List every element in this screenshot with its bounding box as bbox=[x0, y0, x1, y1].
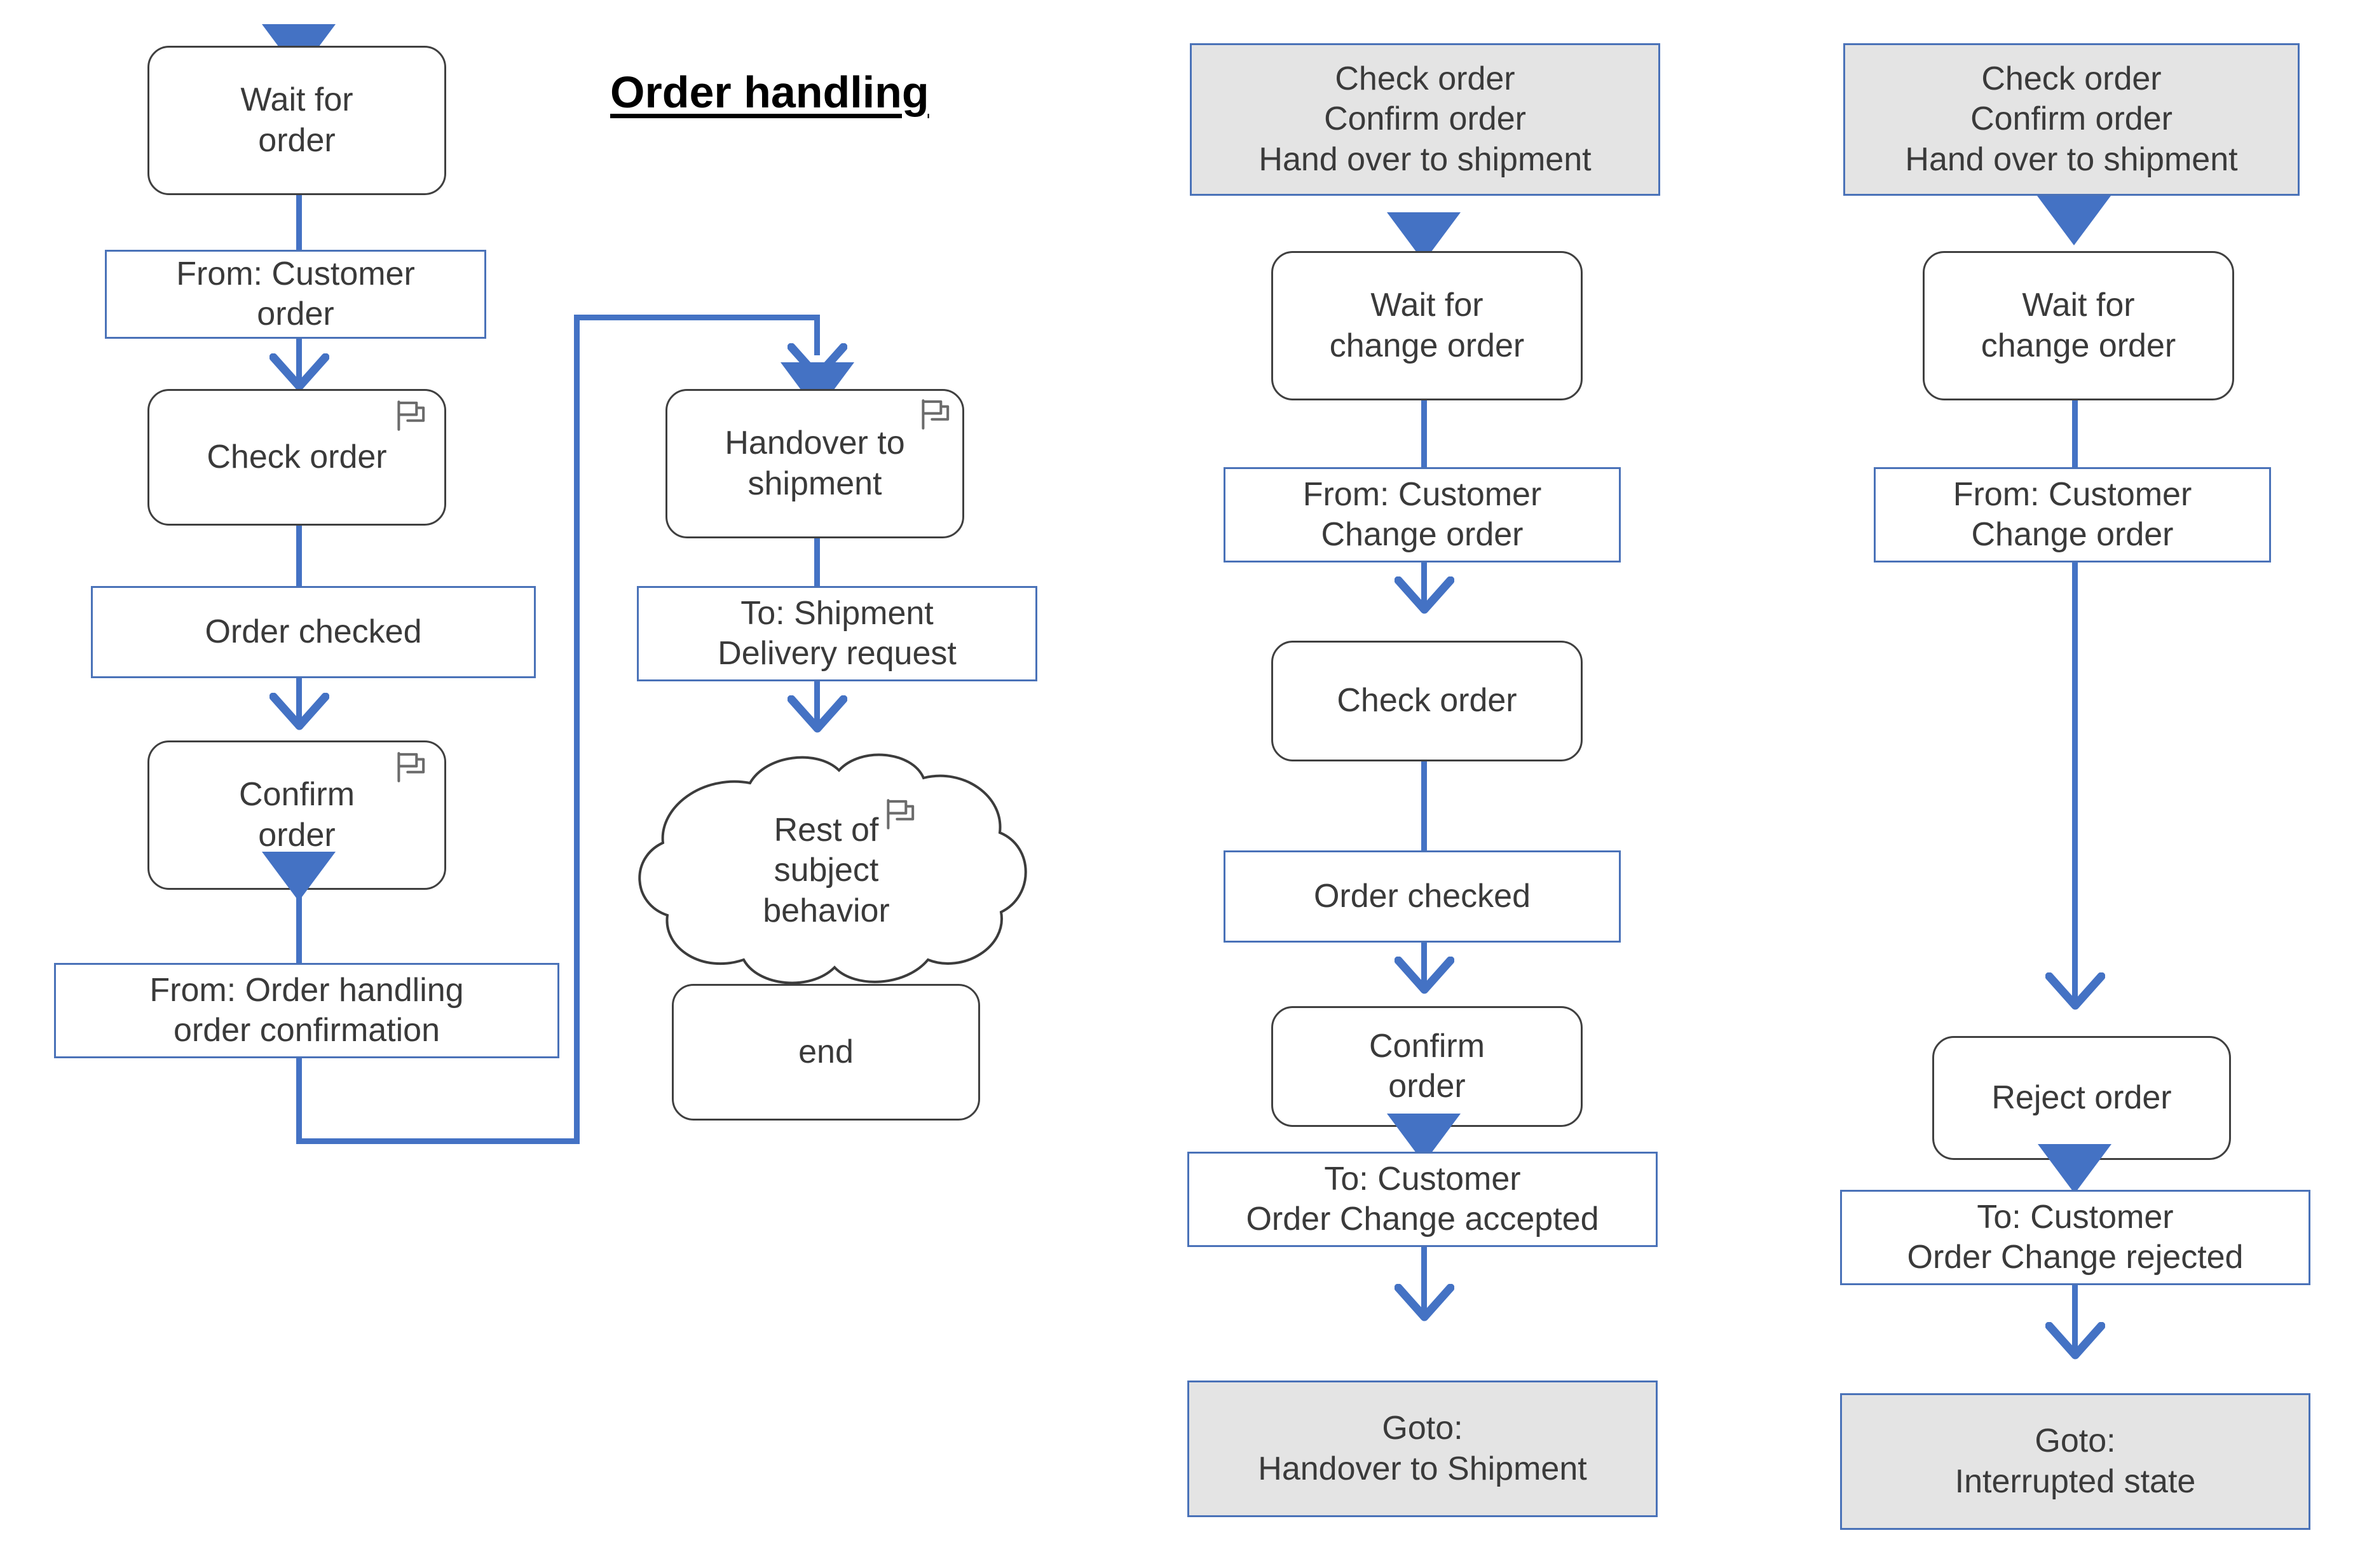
node-order-checked-2[interactable]: Order checked bbox=[1224, 850, 1621, 943]
connector-handover-to-tomsg bbox=[814, 538, 820, 586]
connector-loop-segment-up bbox=[574, 315, 580, 1144]
node-from-customer-change-order-1[interactable]: From: Customer Change order bbox=[1224, 467, 1621, 562]
send-marker-reject-order bbox=[2038, 1144, 2111, 1194]
node-handover-to-shipment-label: Handover to shipment bbox=[725, 425, 905, 502]
node-ref-interrupt-accepted[interactable]: Check order Confirm order Hand over to s… bbox=[1190, 43, 1660, 196]
connector-wait2-to-frommsg bbox=[2072, 400, 2078, 467]
arrowhead-check-order bbox=[269, 353, 329, 391]
arrowhead-rest-of-subject-behavior bbox=[788, 695, 847, 733]
connector-loop-segment-down2 bbox=[814, 315, 820, 355]
arrowhead-confirm-order bbox=[269, 693, 329, 730]
node-handover-to-shipment[interactable]: Handover to shipment bbox=[665, 389, 964, 538]
arrowhead-reject-order bbox=[2045, 972, 2105, 1010]
page-title: Order handling bbox=[610, 67, 929, 117]
arrowhead-goto-interrupted bbox=[2045, 1322, 2105, 1360]
receive-marker-wait-change-order-2 bbox=[2037, 196, 2111, 245]
cloud-shape bbox=[638, 753, 1027, 985]
node-confirm-order-2[interactable]: Confirm order bbox=[1271, 1006, 1583, 1127]
node-rest-of-subject-behavior-label: Rest of subject behavior bbox=[763, 811, 890, 929]
node-check-order-label: Check order bbox=[207, 438, 387, 475]
connector-loop-segment-right2 bbox=[574, 315, 820, 320]
node-from-order-handling[interactable]: From: Order handling order confirmation bbox=[54, 963, 559, 1058]
node-wait-for-change-order-2[interactable]: Wait for change order bbox=[1923, 251, 2234, 400]
connector-check-order-to-order-checked bbox=[296, 526, 302, 586]
connector-order-checked2-to-confirm2 bbox=[1421, 943, 1427, 992]
behavior-flag-icon bbox=[397, 752, 425, 782]
node-from-customer-order[interactable]: From: Customer order bbox=[105, 250, 486, 339]
node-ref-interrupt-rejected[interactable]: Check order Confirm order Hand over to s… bbox=[1843, 43, 2300, 196]
node-order-checked[interactable]: Order checked bbox=[91, 586, 536, 678]
connector-tomsg-to-goto-handover bbox=[1421, 1247, 1427, 1317]
connector-frommsg-to-check-order-2 bbox=[1421, 562, 1427, 612]
connector-tomsg-to-cloud bbox=[814, 681, 820, 731]
node-goto-handover-to-shipment[interactable]: Goto: Handover to Shipment bbox=[1187, 1381, 1658, 1517]
node-from-customer-change-order-2[interactable]: From: Customer Change order bbox=[1874, 467, 2271, 562]
node-check-order[interactable]: Check order bbox=[147, 389, 446, 526]
connector-confirm-to-frommsg2 bbox=[296, 890, 302, 963]
connector-frommsg2-to-reject-order bbox=[2072, 562, 2078, 1004]
node-wait-for-order[interactable]: Wait for order bbox=[147, 46, 446, 195]
node-confirm-order-label: Confirm order bbox=[238, 776, 355, 854]
behavior-flag-icon bbox=[922, 399, 950, 430]
node-to-shipment[interactable]: To: Shipment Delivery request bbox=[637, 586, 1037, 681]
behavior-flag-icon bbox=[397, 400, 425, 431]
connector-tomsg2-to-goto-interrupted bbox=[2072, 1285, 2078, 1355]
node-to-customer-change-rejected[interactable]: To: Customer Order Change rejected bbox=[1840, 1190, 2310, 1285]
arrowhead-goto-handover bbox=[1395, 1284, 1454, 1321]
connector-frommsg-to-check-order bbox=[296, 339, 302, 388]
node-wait-for-change-order-1[interactable]: Wait for change order bbox=[1271, 251, 1583, 400]
node-goto-interrupted-state[interactable]: Goto: Interrupted state bbox=[1840, 1393, 2310, 1530]
node-rest-of-subject-behavior[interactable]: Rest of subject behavior bbox=[607, 737, 1046, 1004]
node-reject-order[interactable]: Reject order bbox=[1932, 1036, 2231, 1160]
behavior-flag-icon bbox=[887, 799, 915, 829]
node-to-customer-change-accepted[interactable]: To: Customer Order Change accepted bbox=[1187, 1152, 1658, 1247]
connector-check2-to-order-checked-2 bbox=[1421, 761, 1427, 850]
connector-loop-segment-down bbox=[296, 1058, 302, 1144]
node-end[interactable]: end bbox=[672, 984, 980, 1121]
node-check-order-2[interactable]: Check order bbox=[1271, 641, 1583, 761]
arrowhead-confirm-order-2 bbox=[1395, 957, 1454, 994]
connector-loop-segment-right1 bbox=[296, 1138, 580, 1144]
connector-order-checked-to-confirm bbox=[296, 678, 302, 728]
connector-wait-to-frommsg bbox=[296, 195, 302, 250]
connector-wait1-to-frommsg bbox=[1421, 400, 1427, 467]
arrowhead-check-order-2 bbox=[1395, 576, 1454, 614]
